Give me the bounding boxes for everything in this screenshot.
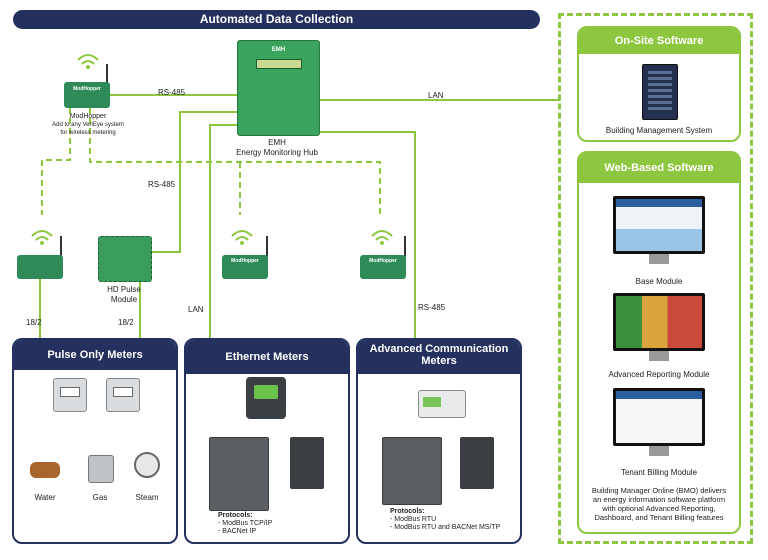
advanced-title-line2: Meters (421, 355, 457, 367)
antenna-icon (266, 236, 268, 260)
pulse-meter-display (60, 387, 80, 397)
web-software-title: Web-Based Software (579, 153, 739, 183)
pulse-item-gas: Gas (92, 493, 108, 502)
bmo-description-1: Building Manager Online (BMO) delivers (591, 486, 727, 495)
wireless-dash-left (41, 108, 71, 215)
pulse-meters-title: Pulse Only Meters (14, 340, 176, 370)
hd-pulse-module[interactable] (98, 236, 152, 282)
modhopper-top-caption-2: for wireless metering (60, 130, 116, 136)
hub-badge: EMH (271, 47, 286, 53)
modhopper-eth-badge: ModHopper (231, 258, 259, 264)
pulse-meter-device (106, 378, 140, 412)
tenant-billing-monitor[interactable] (613, 388, 705, 446)
onsite-caption: Building Management System (605, 126, 713, 135)
antenna-icon (106, 64, 108, 86)
bmo-description-3: with optional Advanced Reporting, (602, 504, 716, 513)
advanced-protocols-label: Protocols: (390, 508, 425, 515)
bms-server-rack (648, 71, 672, 111)
advanced-meter-display (423, 397, 441, 407)
software-container (558, 13, 753, 544)
bmo-description-2: an energy information software platform (592, 495, 726, 504)
base-module-screen (616, 199, 702, 251)
gas-meter-icon (88, 455, 114, 483)
bmo-description-4: Dashboard, and Tenant Billing features (594, 513, 724, 522)
ethernet-protocols-label: Protocols: (218, 512, 253, 519)
monitor-stand (649, 446, 669, 456)
base-module-monitor[interactable] (613, 196, 705, 254)
hd-pulse-line2: Module (110, 295, 138, 304)
pulse-meters-panel: Pulse Only Meters (12, 338, 178, 544)
wifi-icon (31, 230, 53, 245)
modhopper-top-name: ModHopper (69, 113, 107, 120)
modhopper-badge: ModHopper (73, 86, 101, 92)
onsite-software-title: On-Site Software (579, 28, 739, 54)
wifi-icon (371, 230, 393, 245)
rs485-label-top: RS-485 (158, 88, 186, 97)
web-module-advanced: Advanced Reporting Module (608, 370, 710, 379)
monitor-stand (649, 351, 669, 361)
advanced-enclosure-small (460, 437, 494, 489)
web-module-tenant: Tenant Billing Module (620, 468, 698, 477)
modhopper-ethernet[interactable]: ModHopper (222, 255, 268, 279)
advanced-protocol-1: - ModBus RTU (390, 516, 437, 523)
advanced-meter-device (418, 390, 466, 418)
antenna-icon (60, 236, 62, 260)
advanced-title-line1: Advanced Communication (369, 343, 509, 355)
antenna-icon (404, 236, 406, 260)
web-module-base: Base Module (635, 277, 683, 286)
hub-subtitle: Energy Monitoring Hub (236, 148, 318, 157)
advanced-meters-title: Advanced Communication Meters (358, 340, 520, 374)
ethernet-protocol-2: - BACNet IP (218, 528, 257, 535)
steam-gauge-icon (134, 452, 160, 478)
rs485-label-right: RS-485 (418, 303, 446, 312)
pulse-item-steam: Steam (135, 493, 159, 502)
wire-label-left: 18/2 (26, 318, 42, 327)
hd-pulse-line1: HD Pulse (107, 285, 141, 294)
modhopper-left[interactable] (17, 255, 63, 279)
ethernet-meter-device (246, 377, 286, 419)
modhopper-adv-badge: ModHopper (369, 258, 397, 264)
pulse-meter-device (53, 378, 87, 412)
bms-server-icon (642, 64, 678, 120)
modhopper-top[interactable]: ModHopper (64, 82, 110, 108)
wifi-icon (77, 54, 99, 69)
title-banner: Automated Data Collection (13, 10, 540, 29)
energy-monitoring-hub[interactable]: EMH (237, 40, 320, 136)
ethernet-protocol-1: - ModBus TCP/IP (218, 520, 273, 527)
ethernet-meter-display (254, 385, 278, 399)
advanced-enclosure-large (382, 437, 442, 505)
wifi-icon (231, 230, 253, 245)
lan-label-top: LAN (428, 91, 444, 100)
rs485-label-mid: RS-485 (148, 180, 176, 189)
ethernet-meters-title: Ethernet Meters (186, 340, 348, 374)
advanced-reporting-monitor[interactable] (613, 293, 705, 351)
wireless-dash-main (89, 108, 381, 215)
lan-label-mid: LAN (188, 305, 204, 314)
pulse-meter-display (113, 387, 133, 397)
ethernet-enclosure-small (290, 437, 324, 489)
wire-label-right: 18/2 (118, 318, 134, 327)
ethernet-enclosure-large (209, 437, 269, 511)
pulse-item-water: Water (34, 493, 56, 502)
water-meter-icon (30, 462, 60, 478)
monitor-stand (649, 254, 669, 264)
rs485-line-hd (150, 111, 237, 253)
modhopper-top-caption-1: Add to any VeriEye system (52, 122, 124, 128)
advanced-reporting-screen (616, 296, 702, 348)
hub-display (255, 59, 302, 69)
hub-name: EMH (268, 138, 286, 147)
tenant-billing-screen (616, 391, 702, 443)
modhopper-advanced[interactable]: ModHopper (360, 255, 406, 279)
advanced-protocol-2: - ModBus RTU and BACNet MS/TP (390, 524, 501, 531)
